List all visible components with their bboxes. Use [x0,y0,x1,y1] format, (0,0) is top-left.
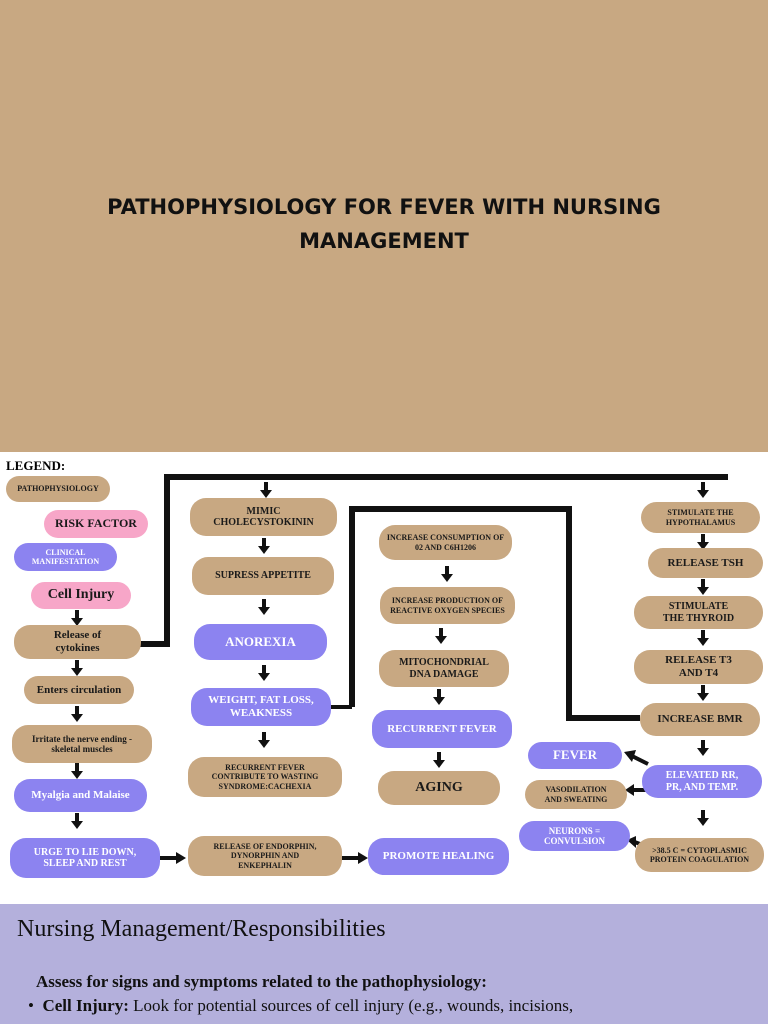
node-release-t3-t4: RELEASE T3 AND T4 [634,650,763,684]
arrow-down-icon [697,740,709,756]
node-neurons-convulsion: NEURONS = CONVULSION [519,821,630,851]
arrow-down-icon [71,763,83,779]
nursing-bullet-cell-injury: • Cell Injury: Look for potential source… [28,996,574,1015]
arrow-down-icon [71,813,83,829]
node-increase-bmr: INCREASE BMR [640,703,760,736]
nursing-management-section: Nursing Management/Responsibilities Asse… [0,904,768,1024]
legend-risk-factor: RISK FACTOR [44,510,148,538]
arrow-down-icon [258,665,270,681]
title-banner: PATHOPHYSIOLOGY FOR FEVER WITH NURSING M… [0,0,768,452]
nursing-title: Nursing Management/Responsibilities [17,916,386,942]
arrowhead-healing [358,852,368,864]
connector-bmr-weight [349,506,640,721]
node-myalgia: Myalgia and Malaise [14,779,147,812]
nursing-subtitle: Assess for signs and symptoms related to… [36,972,487,991]
arrow-down-icon [697,534,709,550]
arrow-elevated-fever [631,754,649,766]
arrow-down-icon [258,599,270,615]
node-stimulate-thyroid: STIMULATE THE THYROID [634,596,763,629]
connector-cytokines-top [140,474,728,647]
node-recurrent-fever: RECURRENT FEVER [372,710,512,748]
node-supress-appetite: SUPRESS APPETITE [192,557,334,595]
arrowhead-fever [624,750,636,762]
arrow-down-icon [697,810,709,826]
arrow-down-icon [433,752,445,768]
node-urge-rest: URGE TO LIE DOWN, SLEEP AND REST [10,838,160,878]
node-release-cytokines: Release of cytokines [14,625,141,659]
node-mimic-cholecystokinin: MIMIC CHOLECYSTOKININ [190,498,337,536]
arrow-down-icon [433,689,445,705]
arrow-down-icon [697,482,709,498]
node-enters-circulation: Enters circulation [24,676,134,704]
arrow-down-icon [71,660,83,676]
legend-pathophysiology: PATHOPHYSIOLOGY [6,476,110,502]
node-release-endorphin: RELEASE OF ENDORPHIN, DYNORPHIN AND ENKE… [188,836,342,876]
arrow-down-icon [435,628,447,644]
arrow-down-icon [71,610,83,626]
arrow-down-icon [71,706,83,722]
arrow-down-icon [258,732,270,748]
node-promote-healing: PROMOTE HEALING [368,838,509,875]
node-protein-coagulation: >38.5 C = CYTOPLASMIC PROTEIN COAGULATIO… [635,838,764,872]
node-recurrent-cachexia: RECURRENT FEVER CONTRIBUTE TO WASTING SY… [188,757,342,797]
node-vasodilation: VASODILATION AND SWEATING [525,780,627,809]
arrow-down-icon [260,482,272,498]
page-title: PATHOPHYSIOLOGY FOR FEVER WITH NURSING M… [107,195,661,253]
arrow-down-icon [258,538,270,554]
node-elevated-vitals: ELEVATED RR, PR, AND TEMP. [642,765,762,798]
node-release-tsh: RELEASE TSH [648,548,763,578]
node-weight-loss: WEIGHT, FAT LOSS, WEAKNESS [191,688,331,726]
arrow-down-icon [697,630,709,646]
node-fever: FEVER [528,742,622,769]
legend-clinical-manifestation: CLINICAL MANIFESTATION [14,543,117,571]
arrowhead-vasodilation [625,784,634,796]
legend-title: LEGEND: [6,458,66,473]
bullet-label: Cell Injury: [42,996,129,1015]
arrowhead-endorphin [176,852,186,864]
node-mitochondrial-damage: MITOCHONDRIAL DNA DAMAGE [379,650,509,687]
node-increase-consumption: INCREASE CONSUMPTION OF 02 AND C6H1206 [379,525,512,560]
node-aging: AGING [378,771,500,805]
arrow-down-icon [697,685,709,701]
bullet-text: Look for potential sources of cell injur… [128,996,574,1015]
arrow-down-icon [697,579,709,595]
node-irritate-nerve: Irritate the nerve ending - skeletal mus… [12,725,152,763]
flow-diagram: LEGEND: PATHOPHYSIOLOGY RISK FACTOR CLIN… [0,452,768,904]
node-anorexia: ANOREXIA [194,624,327,660]
node-cell-injury: Cell Injury [31,582,131,609]
node-stimulate-hypothalamus: STIMULATE THE HYPOTHALAMUS [641,502,760,533]
arrow-down-icon [441,566,453,582]
node-increase-production: INCREASE PRODUCTION OF REACTIVE OXYGEN S… [380,587,515,624]
